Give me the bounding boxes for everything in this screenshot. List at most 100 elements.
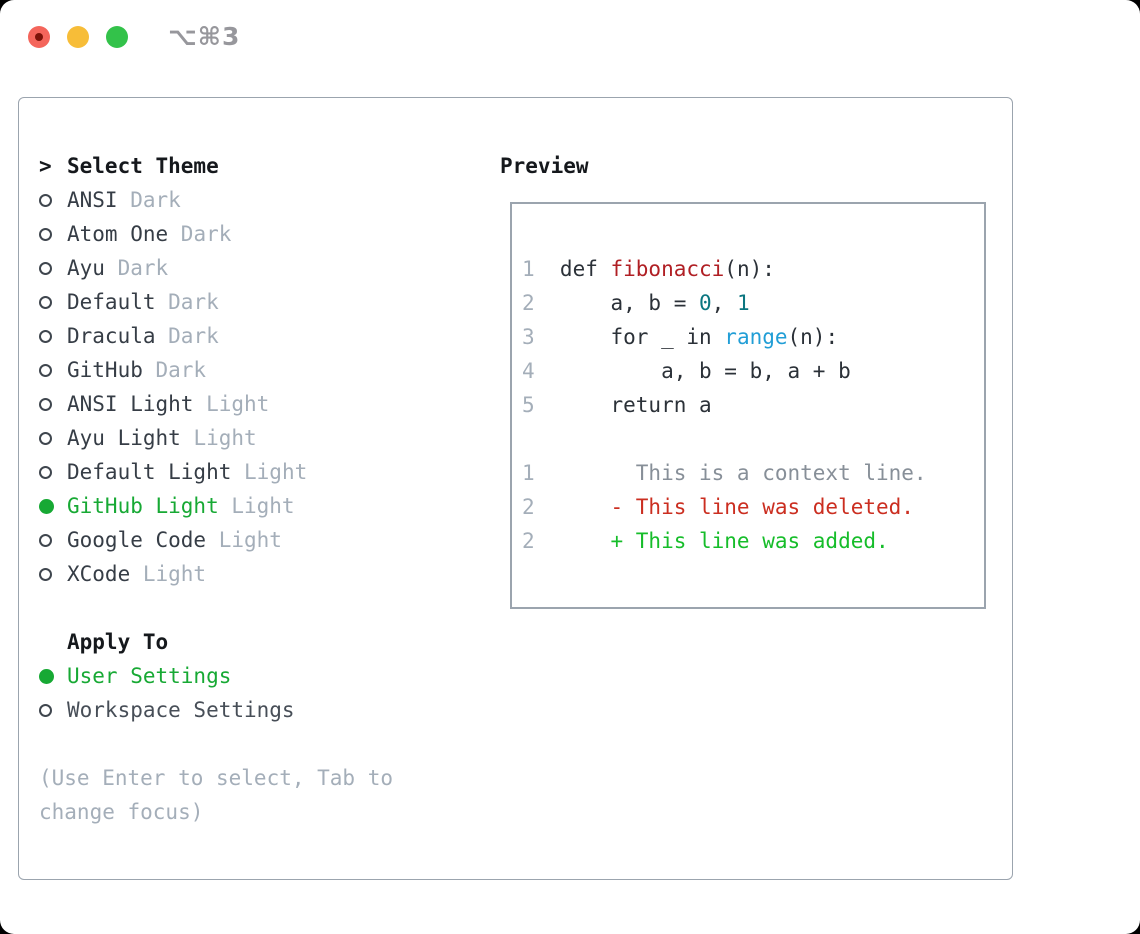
theme-name: ANSI (67, 188, 118, 212)
radio-icon (39, 567, 52, 581)
preview-line (522, 422, 984, 456)
traffic-lights (28, 26, 128, 48)
select-theme-header: Select Theme (67, 154, 219, 178)
radio-column (39, 465, 67, 479)
spacer (39, 591, 480, 625)
theme-option[interactable]: Default Light Light (39, 455, 480, 489)
theme-variant-badge: Dark (104, 256, 169, 280)
radio-icon (39, 227, 52, 241)
apply-to-header: Apply To (67, 630, 169, 654)
preview-line: 2 - This line was deleted. (522, 490, 984, 524)
radio-column (39, 397, 67, 411)
theme-variant-badge: Dark (117, 188, 181, 212)
apply-option[interactable]: User Settings (39, 659, 480, 693)
theme-variant-badge: Dark (155, 290, 219, 314)
radio-column (39, 431, 67, 445)
line-number: 2 (522, 529, 535, 553)
theme-variant-badge: Light (218, 494, 295, 518)
theme-name: Ayu (67, 256, 105, 280)
focus-arrow-icon: > (39, 154, 52, 178)
theme-option[interactable]: ANSI Dark (39, 183, 480, 217)
theme-name: Ayu Light (67, 426, 181, 450)
theme-variant-badge: Dark (142, 358, 207, 382)
radio-icon (39, 465, 52, 479)
theme-option[interactable]: Dracula Dark (39, 319, 480, 353)
code-token: (n): (724, 257, 775, 281)
radio-column (39, 668, 67, 684)
theme-name: GitHub (67, 358, 143, 382)
theme-option[interactable]: Default Dark (39, 285, 480, 319)
theme-option[interactable]: XCode Light (39, 557, 480, 591)
theme-option[interactable]: Atom One Dark (39, 217, 480, 251)
zoom-button[interactable] (106, 26, 128, 48)
line-number: 5 (522, 393, 535, 417)
radio-icon (39, 329, 52, 343)
theme-variant-badge: Light (130, 562, 207, 586)
radio-column (39, 567, 67, 581)
theme-variant-badge: Dark (155, 324, 219, 348)
apply-option-label: User Settings (67, 664, 232, 688)
theme-option[interactable]: ANSI Light Light (39, 387, 480, 421)
window-title: ⌥⌘3 (168, 22, 241, 51)
code-token: range (724, 325, 788, 349)
spacer (39, 727, 480, 761)
line-number: 4 (522, 359, 535, 383)
line-number: 1 (522, 257, 535, 281)
code-token: return a (559, 393, 712, 417)
theme-option[interactable]: GitHub Dark (39, 353, 480, 387)
minimize-button[interactable] (67, 26, 89, 48)
radio-selected-icon (39, 668, 54, 684)
line-number: 2 (522, 495, 535, 519)
preview-line: 2 + This line was added. (522, 524, 984, 558)
preview-line: 5 return a (522, 388, 984, 422)
preview-line: 3 for _ in range(n): (522, 320, 984, 354)
theme-variant-badge: Light (180, 426, 257, 450)
theme-name: Default Light (67, 460, 232, 484)
radio-column (39, 227, 67, 241)
radio-icon (39, 533, 52, 547)
title-bar: ⌥⌘3 (0, 0, 1140, 97)
code-token: a, b = b, a + b (559, 359, 851, 383)
radio-selected-icon (39, 498, 54, 514)
apply-to-header-row: Apply To (39, 625, 480, 659)
apply-option[interactable]: Workspace Settings (39, 693, 480, 727)
preview-line: 1 This is a context line. (522, 456, 984, 490)
radio-column (39, 329, 67, 343)
radio-icon (39, 295, 52, 309)
code-token: def (559, 257, 611, 281)
radio-icon (39, 431, 52, 445)
theme-option[interactable]: Ayu Dark (39, 251, 480, 285)
code-token: a, b = (559, 291, 699, 315)
code-token: , (711, 291, 737, 315)
theme-option[interactable]: Google Code Light (39, 523, 480, 557)
apply-option-label: Workspace Settings (67, 698, 295, 722)
theme-name: Google Code (67, 528, 207, 552)
code-token: fibonacci (610, 257, 725, 281)
close-button[interactable] (28, 26, 50, 48)
theme-name: XCode (67, 562, 131, 586)
radio-icon (39, 363, 52, 377)
radio-column (39, 193, 67, 207)
code-token: - This line was deleted. (559, 495, 914, 519)
preview-line: 4 a, b = b, a + b (522, 354, 984, 388)
keyboard-hint: (Use Enter to select, Tab to change focu… (39, 766, 394, 824)
radio-column (39, 498, 67, 514)
preview-line: 1 def fibonacci(n): (522, 252, 984, 286)
theme-option[interactable]: GitHub Light Light (39, 489, 480, 523)
theme-variant-badge: Light (231, 460, 308, 484)
code-token: for _ in (559, 325, 725, 349)
radio-icon (39, 261, 52, 275)
theme-variant-badge: Dark (168, 222, 232, 246)
line-number: 2 (522, 291, 535, 315)
line-number: 1 (522, 461, 535, 485)
line-number: 3 (522, 325, 535, 349)
theme-name: ANSI Light (67, 392, 194, 416)
select-theme-header-row: > Select Theme (39, 149, 480, 183)
theme-option[interactable]: Ayu Light Light (39, 421, 480, 455)
preview-header: Preview (500, 154, 589, 178)
